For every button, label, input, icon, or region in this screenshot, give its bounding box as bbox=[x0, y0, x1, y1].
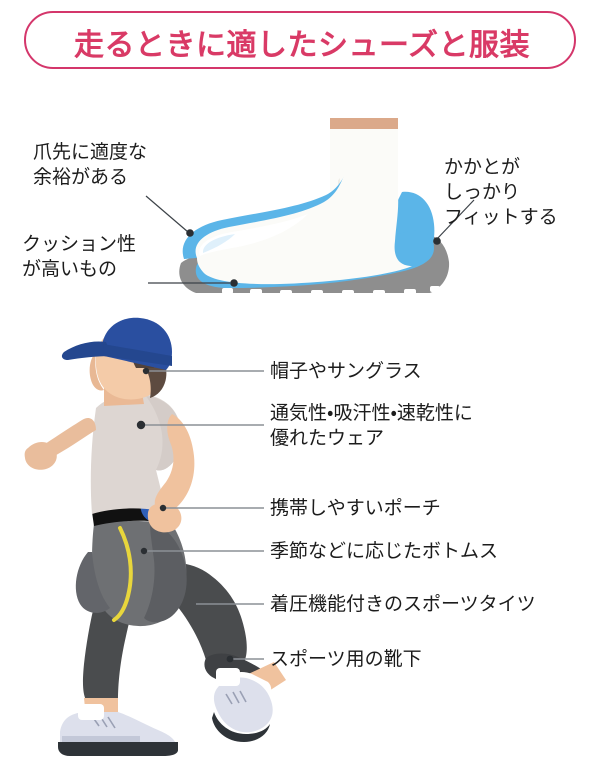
runner-rear-arm bbox=[31, 418, 96, 463]
shoe-blue-collar bbox=[391, 191, 435, 264]
runner-head bbox=[95, 328, 165, 400]
runner-face-shadow bbox=[89, 352, 104, 391]
runner-shorts-front-panel bbox=[144, 524, 187, 623]
runner-rear-shoe bbox=[58, 704, 178, 756]
shoe-label-heel-fit: かかとが しっかり フィットする bbox=[444, 157, 558, 228]
runner-shorts-back bbox=[75, 552, 110, 613]
runner-label-wear-fabric: 通気性・吸汗性・速乾性に 優れたウェア bbox=[270, 403, 473, 449]
shoe-tread bbox=[222, 286, 440, 296]
runner-callout-dots bbox=[136, 367, 234, 663]
runner-sideburn bbox=[128, 349, 154, 368]
shoe-sole bbox=[179, 234, 450, 293]
shoe-label-cushioning: クッション性 が高いもの bbox=[22, 234, 137, 280]
runner-front-shoe bbox=[212, 668, 273, 742]
shoe-blue-trim bbox=[182, 156, 370, 259]
runner-front-arm bbox=[154, 414, 195, 513]
runner-pouch bbox=[140, 493, 176, 524]
runner-pouch-highlight bbox=[152, 499, 168, 516]
runner-front-thigh bbox=[156, 562, 247, 662]
shoe-leader-lines bbox=[145, 195, 475, 284]
runner-front-shin bbox=[204, 653, 272, 700]
runner-rear-ankle bbox=[84, 698, 118, 718]
runner-shorts bbox=[92, 521, 187, 627]
runner-label-bottoms: 季節などに応じたボトムス bbox=[270, 541, 499, 562]
runner-leader-lines bbox=[141, 370, 264, 660]
shoe-callout-dots bbox=[186, 229, 441, 287]
runner-belt bbox=[92, 506, 174, 526]
runner-label-sports-socks: スポーツ用の靴下 bbox=[270, 649, 422, 670]
runner-shirt bbox=[90, 393, 182, 514]
runner-front-hand bbox=[147, 502, 182, 533]
shoe-toe-box bbox=[199, 214, 308, 256]
runner-neck bbox=[104, 382, 144, 406]
runner-shorts-stripe bbox=[112, 526, 133, 622]
shoe-blue-lower-band bbox=[195, 230, 434, 288]
runner-label-tights: 着圧機能付きのスポーツタイツ bbox=[270, 594, 536, 615]
shoe-toe-shade bbox=[202, 234, 235, 253]
runner-cap-crown bbox=[102, 317, 172, 370]
runner-cap-band bbox=[103, 344, 172, 366]
runner-shirt-shadow bbox=[146, 396, 182, 471]
title-pill: 走るときに適したシューズと服装 bbox=[24, 11, 576, 69]
runner-label-hat-sunglasses: 帽子やサングラス bbox=[270, 361, 422, 382]
runner-hair bbox=[110, 345, 167, 398]
runner-rear-leg bbox=[82, 560, 152, 700]
runner-cap-brim bbox=[61, 341, 112, 360]
shoe-label-toe-room: 爪先に適度な 余裕がある bbox=[33, 142, 148, 188]
runner-rear-fist bbox=[24, 442, 57, 470]
shoe-upper bbox=[195, 129, 412, 285]
page-title: 走るときに適したシューズと服装 bbox=[73, 28, 532, 64]
runner-label-pouch: 携帯しやすいポーチ bbox=[270, 498, 441, 519]
sock-graphic bbox=[330, 118, 398, 191]
